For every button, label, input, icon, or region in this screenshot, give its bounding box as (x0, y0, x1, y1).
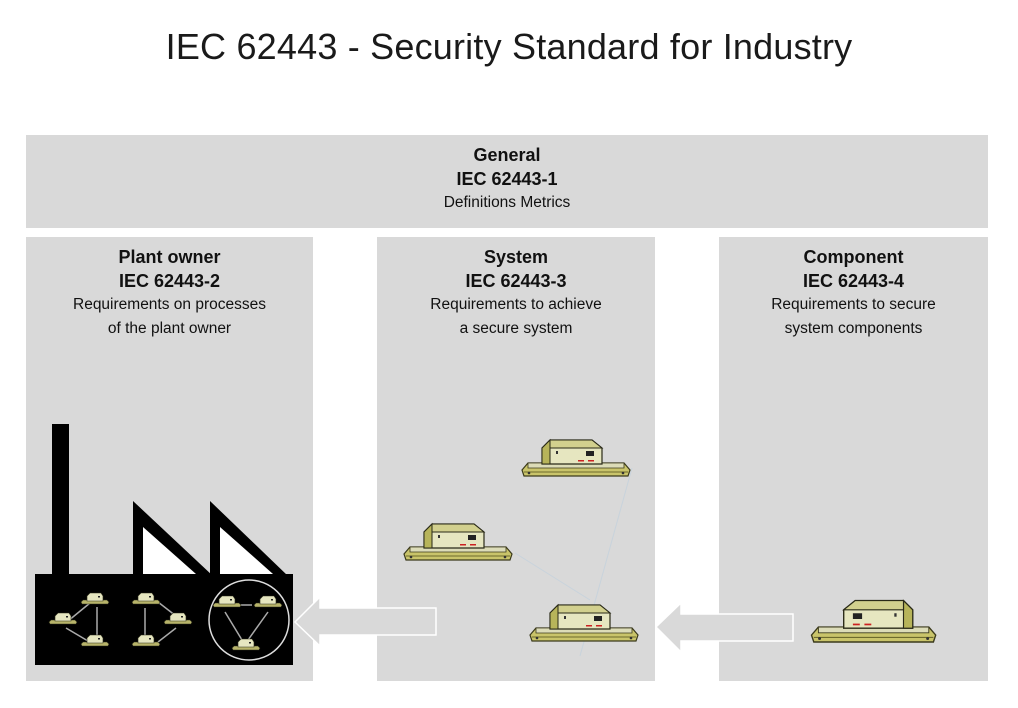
page-title: IEC 62443 - Security Standard for Indust… (165, 26, 853, 67)
system-heading: System (483, 247, 549, 267)
general-heading: General (473, 145, 541, 165)
system-box: System IEC 62443-3 Requirements to achie… (377, 237, 655, 681)
plant-owner-description-1: Requirements on processes (73, 296, 266, 313)
general-description: Definitions Metrics (443, 194, 571, 211)
component-description-2: system components (784, 320, 923, 337)
system-description-1: Requirements to achieve (430, 296, 602, 313)
plant-owner-standard: IEC 62443-2 (118, 271, 221, 291)
component-description-1: Requirements to secure (771, 296, 936, 313)
system-description-2: a secure system (459, 320, 573, 337)
system-standard: IEC 62443-3 (465, 271, 567, 291)
component-standard: IEC 62443-4 (802, 271, 905, 291)
general-standard: IEC 62443-1 (456, 169, 558, 189)
plant-owner-heading: Plant owner (118, 247, 221, 267)
general-box: General IEC 62443-1 Definitions Metrics (26, 135, 988, 228)
plant-owner-description-2: of the plant owner (107, 320, 232, 337)
component-heading: Component (803, 247, 904, 267)
